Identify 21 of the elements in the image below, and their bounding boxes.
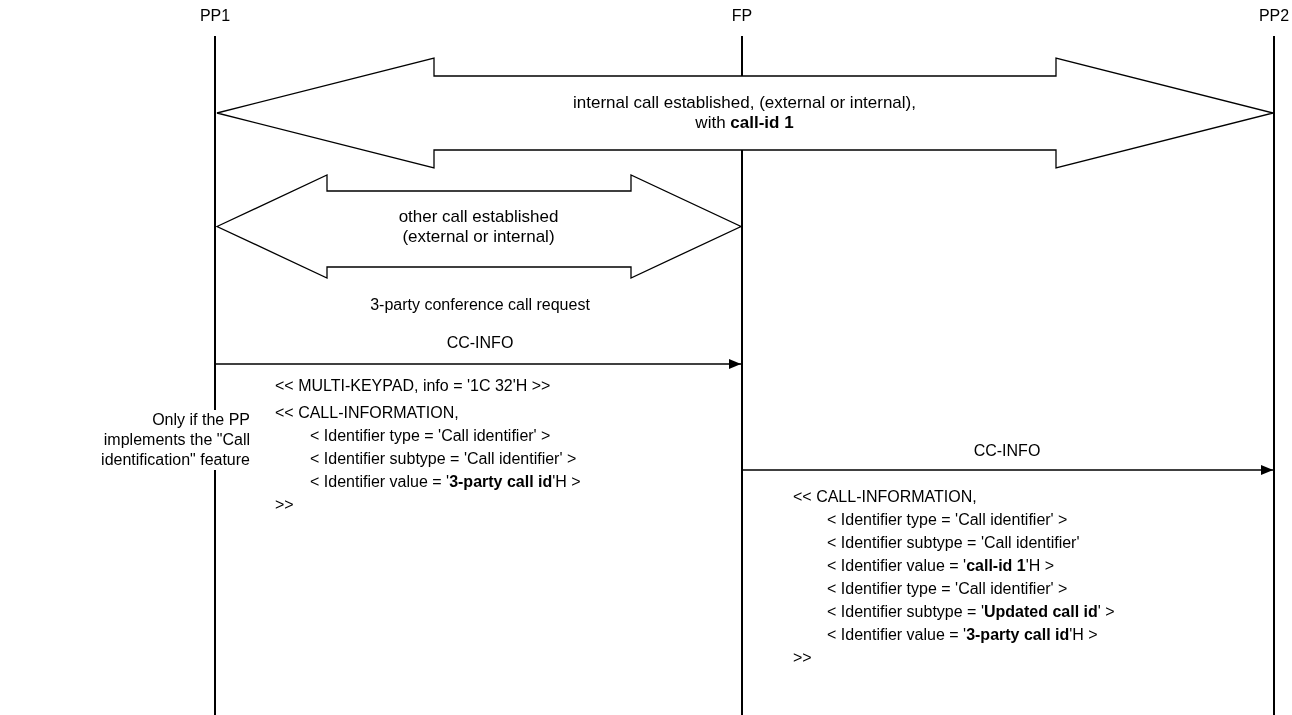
message-parameter: < Identifier subtype = 'Updated call id' > <box>827 602 1115 622</box>
block-arrow-label: internal call established, (external or internal), with call-id 1 <box>572 93 917 133</box>
message-description: 3-party conference call request <box>370 295 590 315</box>
message-parameter: < Identifier type = 'Call identifier' > <box>310 426 551 446</box>
message-parameter: < Identifier subtype = 'Call identifier' > <box>310 449 577 469</box>
message-parameter: << MULTI-KEYPAD, info = '1C 32'H >> <box>275 376 551 396</box>
message-parameter: < Identifier value = '3-party call id'H > <box>827 625 1098 645</box>
message-parameter: < Identifier value = '3-party call id'H > <box>310 472 581 492</box>
message-parameter: < Identifier type = 'Call identifier' > <box>827 579 1068 599</box>
double-block-arrow <box>215 173 743 280</box>
participant-label: PP2 <box>1258 6 1290 26</box>
participant-label: PP1 <box>199 6 231 26</box>
message-parameter: << CALL-INFORMATION, <box>275 403 459 423</box>
message-arrow <box>742 465 1274 475</box>
participant-label: FP <box>731 6 753 26</box>
double-block-arrow <box>216 57 1274 169</box>
message-parameter: < Identifier type = 'Call identifier' > <box>827 510 1068 530</box>
message-arrow <box>215 359 742 369</box>
message-parameter: < Identifier subtype = 'Call identifier' <box>827 533 1080 553</box>
block-arrow-label: other call established (external or internal) <box>397 206 560 247</box>
message-parameter: << CALL-INFORMATION, <box>793 487 977 507</box>
